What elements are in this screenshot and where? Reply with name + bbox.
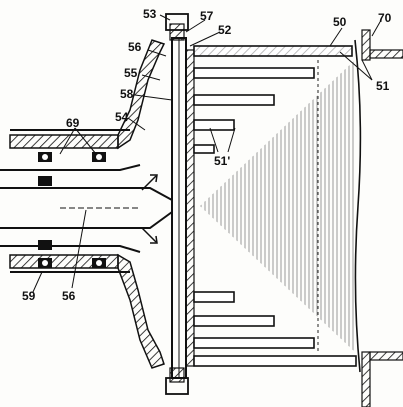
flow-arrows: [141, 174, 158, 244]
label-52: 52: [218, 23, 232, 37]
spray-cone: [200, 60, 355, 352]
lower-housing: [9, 253, 165, 369]
label-70: 70: [378, 11, 392, 25]
label-56-top: 56: [128, 40, 142, 54]
bottom-fitting: [165, 367, 189, 395]
right-wall: [354, 29, 403, 407]
label-57: 57: [200, 9, 214, 23]
leader-lines: [32, 14, 381, 293]
upper-fins: [193, 45, 353, 154]
upper-housing: [9, 39, 166, 150]
label-51: 51: [376, 79, 390, 93]
top-fitting: [165, 13, 189, 41]
label-55: 55: [124, 66, 138, 80]
label-50: 50: [333, 15, 347, 29]
label-54: 54: [115, 110, 129, 124]
hollow-shaft: [0, 164, 173, 253]
lower-fins: [193, 291, 357, 367]
label-69: 69: [66, 116, 80, 130]
rotor-disc: [171, 37, 195, 379]
label-56-bottom: 56: [62, 289, 76, 303]
label-59: 59: [22, 289, 36, 303]
label-58: 58: [120, 87, 134, 101]
label-51-prime: 51': [214, 154, 230, 168]
label-53: 53: [143, 7, 157, 21]
